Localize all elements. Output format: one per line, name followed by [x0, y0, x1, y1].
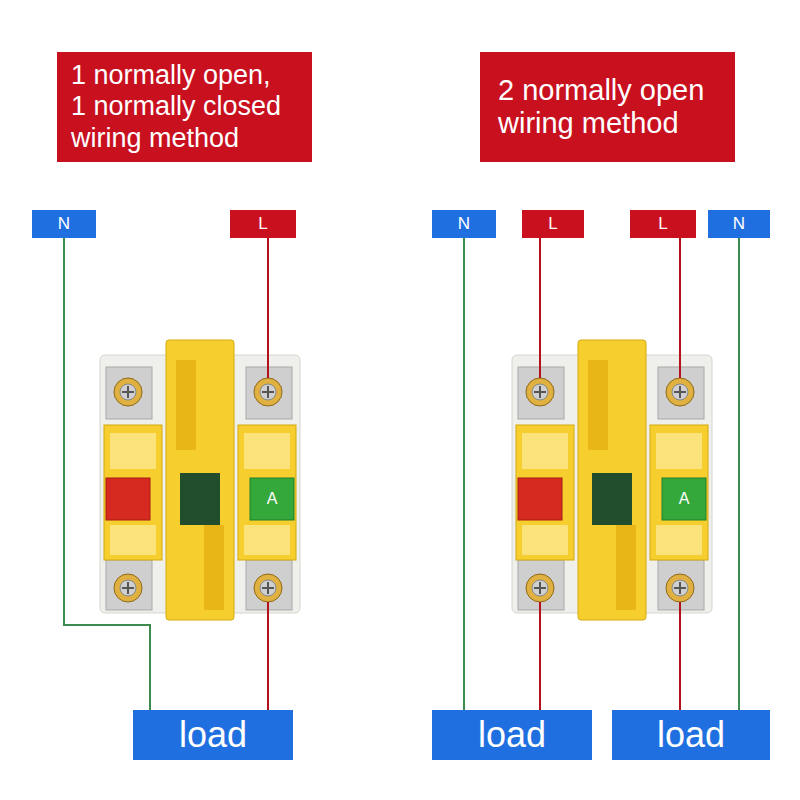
node-text: L	[234, 214, 292, 234]
load-box: load	[133, 710, 293, 760]
live-wires	[268, 238, 680, 710]
node-text: 1 normally open, 1 normally closed wirin…	[71, 60, 287, 153]
node-text: load	[618, 714, 764, 755]
live-wire	[679, 602, 681, 710]
node-text: 2 normally open wiring method	[498, 74, 723, 141]
neutral-wire	[738, 238, 740, 710]
node-text: load	[438, 714, 586, 755]
live-wire	[679, 238, 681, 378]
neutral-wire	[64, 238, 150, 710]
live-terminal: L	[522, 210, 584, 238]
push-button-switch	[512, 340, 712, 620]
load-box: load	[432, 710, 592, 760]
contact-letter: A	[267, 490, 278, 508]
node-text: N	[436, 214, 492, 234]
live-terminal: L	[630, 210, 696, 238]
live-wire	[267, 602, 269, 710]
node-text: load	[139, 714, 287, 755]
live-wire	[539, 602, 541, 710]
node-text: N	[712, 214, 766, 234]
neutral-terminal: N	[708, 210, 770, 238]
live-wire	[539, 238, 541, 378]
push-button-switch	[100, 340, 300, 620]
neutral-terminal: N	[32, 210, 96, 238]
heading-box: 1 normally open, 1 normally closed wirin…	[57, 52, 312, 162]
load-box: load	[612, 710, 770, 760]
live-wire	[267, 238, 269, 378]
neutral-wire	[463, 238, 465, 710]
live-terminal: L	[230, 210, 296, 238]
node-text: L	[526, 214, 580, 234]
node-text: N	[36, 214, 92, 234]
node-text: L	[634, 214, 692, 234]
heading-box: 2 normally open wiring method	[480, 52, 735, 162]
contact-letter: A	[679, 490, 690, 508]
neutral-terminal: N	[432, 210, 496, 238]
